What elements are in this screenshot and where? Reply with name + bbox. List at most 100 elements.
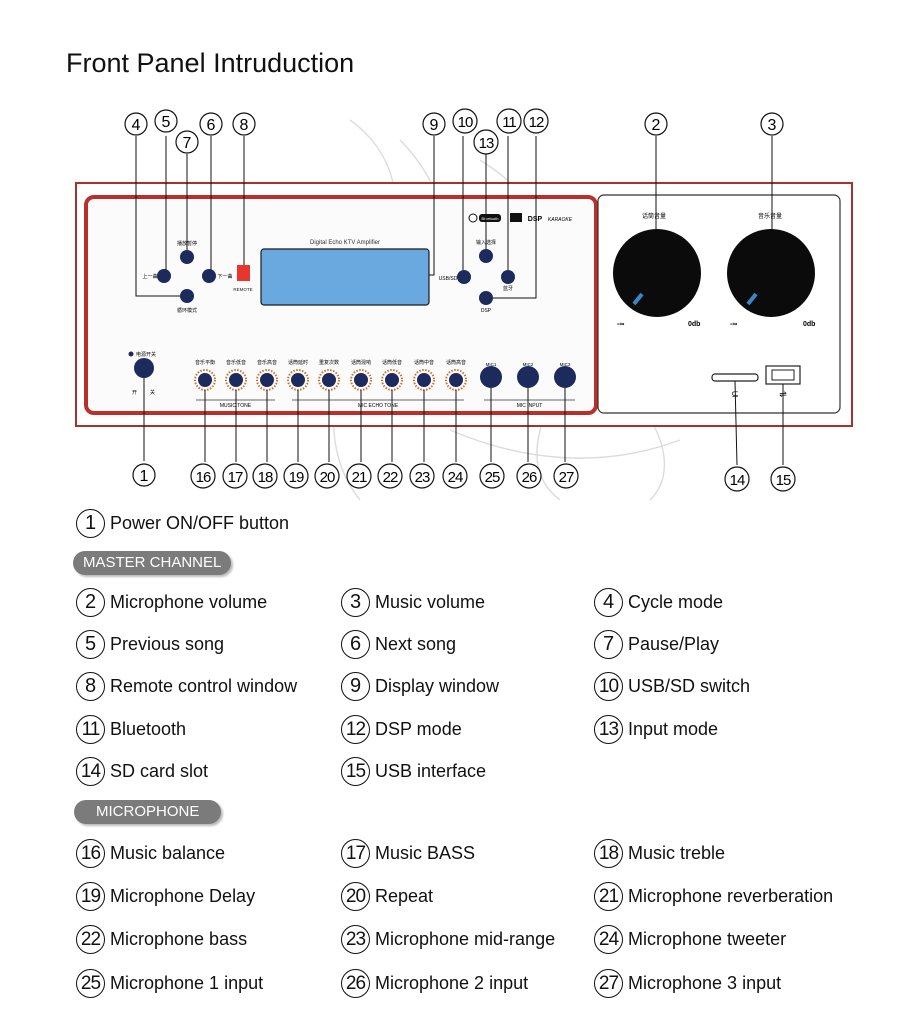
- callout-number: 18: [258, 469, 273, 486]
- svg-text:Bluetooth: Bluetooth: [482, 216, 499, 221]
- callout-badge: [132, 463, 156, 487]
- callout-badge: [222, 463, 248, 489]
- cycle-button[interactable]: [180, 289, 194, 303]
- callout-line: [734, 380, 738, 466]
- callout-number: 12: [529, 114, 544, 131]
- dsp-logo: DSP: [528, 216, 543, 223]
- power-on-label: 开: [132, 390, 137, 396]
- callout-badge: [252, 463, 278, 489]
- callout-number: 5: [162, 114, 171, 131]
- legend-label: Bluetooth: [110, 719, 187, 739]
- callout-badge: [516, 463, 542, 489]
- tone-knob[interactable]: [291, 373, 305, 387]
- callout-number: 3: [768, 117, 777, 134]
- legend-number: 14: [76, 757, 105, 786]
- dsp-button[interactable]: [479, 291, 493, 305]
- next-button[interactable]: [202, 269, 216, 283]
- legend-number: 11: [76, 715, 105, 744]
- tone-knob[interactable]: [229, 373, 243, 387]
- callout-badge: [523, 108, 549, 134]
- legend-number: 22: [76, 925, 105, 954]
- bluetooth-button[interactable]: [501, 270, 515, 284]
- tone-knob[interactable]: [198, 373, 212, 387]
- tone-knob[interactable]: [417, 373, 431, 387]
- music-volume-knob[interactable]: [727, 229, 815, 317]
- callout-line: [135, 136, 180, 297]
- section-microphone: MICROPHONE: [74, 800, 222, 824]
- power-label: 电源开关: [136, 351, 156, 358]
- legend-number: 15: [341, 757, 370, 786]
- legend-label: Previous song: [110, 634, 225, 654]
- tone-knob-label: 话筒低音: [382, 359, 402, 366]
- mic-jack[interactable]: [554, 366, 576, 388]
- tone-knob-label: 话筒高音: [446, 359, 466, 366]
- callout-badge: [283, 463, 309, 489]
- section-master-channel: MASTER CHANNEL: [73, 551, 232, 575]
- callout-badge: [377, 463, 403, 489]
- legend-number: 20: [341, 882, 370, 911]
- music-knob-min: -∞: [730, 321, 737, 328]
- callout-badge: [724, 466, 750, 492]
- mic-jack[interactable]: [517, 366, 539, 388]
- callout-badge: [154, 109, 178, 133]
- legend-number: 3: [341, 588, 370, 617]
- legend-number: 17: [341, 839, 370, 868]
- usb-sd-button[interactable]: [457, 270, 471, 284]
- legend-number: 8: [76, 672, 105, 701]
- tone-knob[interactable]: [260, 373, 274, 387]
- input-button[interactable]: [479, 249, 493, 263]
- remote-window: [237, 265, 250, 281]
- callout-number: 26: [522, 469, 537, 486]
- legend-label: Input mode: [628, 719, 719, 739]
- tone-knob[interactable]: [449, 373, 463, 387]
- tone-knob[interactable]: [385, 373, 399, 387]
- mic-jack[interactable]: [480, 366, 502, 388]
- legend-label: SD card slot: [110, 761, 209, 781]
- legend-number: 19: [76, 882, 105, 911]
- callout-line: [429, 136, 435, 276]
- legend-label: Power ON/OFF button: [110, 513, 290, 533]
- tone-knob-label: 话筒延时: [288, 359, 308, 366]
- tone-knob-label: 重复次数: [319, 359, 339, 366]
- tone-knob[interactable]: [354, 373, 368, 387]
- legend-label: USB/SD switch: [628, 676, 751, 696]
- mic-volume-knob[interactable]: [613, 229, 701, 317]
- legend-label: Music volume: [375, 592, 486, 612]
- callout-badge: [175, 130, 199, 154]
- bt-label: 蓝牙: [503, 285, 513, 292]
- callout-number: 11: [502, 114, 516, 131]
- tone-knob[interactable]: [322, 373, 336, 387]
- legend-label: Microphone volume: [110, 592, 268, 612]
- music-knob-max: 0db: [803, 321, 815, 328]
- legend-number: 2: [76, 588, 105, 617]
- power-button[interactable]: [134, 358, 154, 378]
- mic-knob-min: -∞: [617, 321, 624, 328]
- callout-number: 27: [559, 469, 574, 486]
- usb-sd-label: USB/SD: [439, 276, 458, 282]
- display-caption: Digital Echo KTV Amplifier: [310, 240, 380, 246]
- legend-label: Microphone bass: [110, 929, 248, 949]
- mic-echo-tone-group-label: MIC ECHO TONE: [358, 403, 399, 409]
- callout-number: 10: [458, 114, 473, 131]
- tone-knob-label: 话筒中音: [414, 359, 434, 366]
- callout-number: 14: [730, 472, 745, 489]
- pause-play-button[interactable]: [180, 250, 194, 264]
- bluetooth-logo: Bluetooth: [468, 213, 501, 223]
- callout-badge: [409, 463, 435, 489]
- prev-button[interactable]: [157, 269, 171, 283]
- callout-number: 24: [448, 469, 463, 486]
